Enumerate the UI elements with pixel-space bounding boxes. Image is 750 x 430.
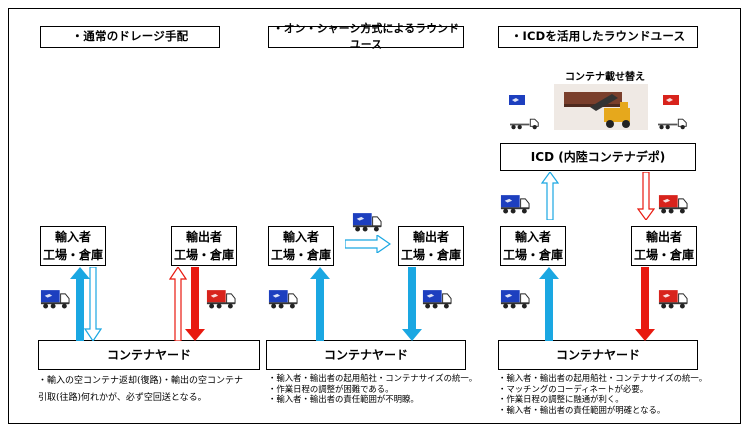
panel-1-importer-box: 輸入者 工場・倉庫 (40, 226, 106, 266)
import-truck-icon (268, 289, 298, 310)
panel-1-exporter-box: 輸出者 工場・倉庫 (171, 226, 237, 266)
exporter-site-label: 工場・倉庫 (173, 248, 234, 262)
export-arrow-solid (185, 267, 205, 341)
panel-3-exporter-box: 輸出者 工場・倉庫 (631, 226, 697, 266)
chassis-icon (510, 118, 540, 131)
export-truck-icon (658, 289, 688, 310)
on-chassis-transfer-arrow (345, 235, 391, 253)
importer-site-label: 工場・倉庫 (42, 248, 103, 262)
importer-site-label: 工場・倉庫 (270, 248, 331, 262)
panel-1-note: ・輸入の空コンテナ返却(復路)・輸出の空コンテナ 引取(往路)何れかが、必ず空回… (38, 376, 244, 404)
import-arrow-solid (310, 267, 330, 341)
import-arrow-solid (539, 267, 559, 341)
import-container-icon (509, 95, 525, 105)
icd-export-truck-icon (658, 194, 688, 215)
outer-frame (8, 8, 741, 424)
export-arrow-solid (635, 267, 655, 341)
panel-2-importer-box: 輸入者 工場・倉庫 (268, 226, 334, 266)
export-arrow-solid (402, 267, 422, 341)
icd-import-arrow (541, 172, 559, 220)
chassis-icon (658, 118, 688, 131)
panel-1-title: ・通常のドレージ手配 (40, 26, 220, 48)
importer-label: 輸入者 (282, 230, 319, 244)
exporter-site-label: 工場・倉庫 (400, 248, 461, 262)
export-truck-icon (422, 289, 452, 310)
exporter-label: 輸出者 (412, 230, 449, 244)
transfer-label: コンテナ載せ替え (565, 72, 645, 83)
panel-3-title: ・ICDを活用したラウンドユース (498, 26, 698, 48)
icd-import-truck-icon (500, 194, 530, 215)
export-container-icon (663, 95, 679, 105)
panel-3-importer-box: 輸入者 工場・倉庫 (500, 226, 566, 266)
exporter-label: 輸出者 (645, 230, 682, 244)
panel-3-yard-box: コンテナヤード (498, 340, 698, 370)
icd-export-arrow (637, 172, 655, 220)
importer-label: 輸入者 (54, 230, 91, 244)
panel-2-exporter-box: 輸出者 工場・倉庫 (398, 226, 464, 266)
icd-box: ICD (内陸コンテナデポ) (500, 143, 696, 171)
panel-2-yard-box: コンテナヤード (266, 340, 466, 370)
import-arrow-solid (70, 267, 90, 341)
empty-pickup-arrow (169, 267, 187, 341)
reach-stacker-image (554, 84, 648, 130)
panel-2-title: ・オン・シャーシ方式によるラウンドユース (268, 22, 464, 51)
exporter-label: 輸出者 (185, 230, 222, 244)
panel-1-yard-box: コンテナヤード (38, 340, 260, 370)
import-truck-icon (500, 289, 530, 310)
importer-label: 輸入者 (514, 230, 551, 244)
exporter-site-label: 工場・倉庫 (633, 248, 694, 262)
on-chassis-truck-icon (352, 212, 382, 233)
import-truck-icon (40, 289, 70, 310)
panel-3-note: ・輸入者・輸出者の起用船社・コンテナサイズの統一。 ・マッチングのコーディネート… (498, 373, 708, 415)
panel-2-note: ・輸入者・輸出者の起用船社・コンテナサイズの統一。 ・作業日程の調整が困難である… (268, 373, 478, 404)
importer-site-label: 工場・倉庫 (502, 248, 563, 262)
empty-return-arrow (84, 267, 102, 341)
export-truck-icon (206, 289, 236, 310)
